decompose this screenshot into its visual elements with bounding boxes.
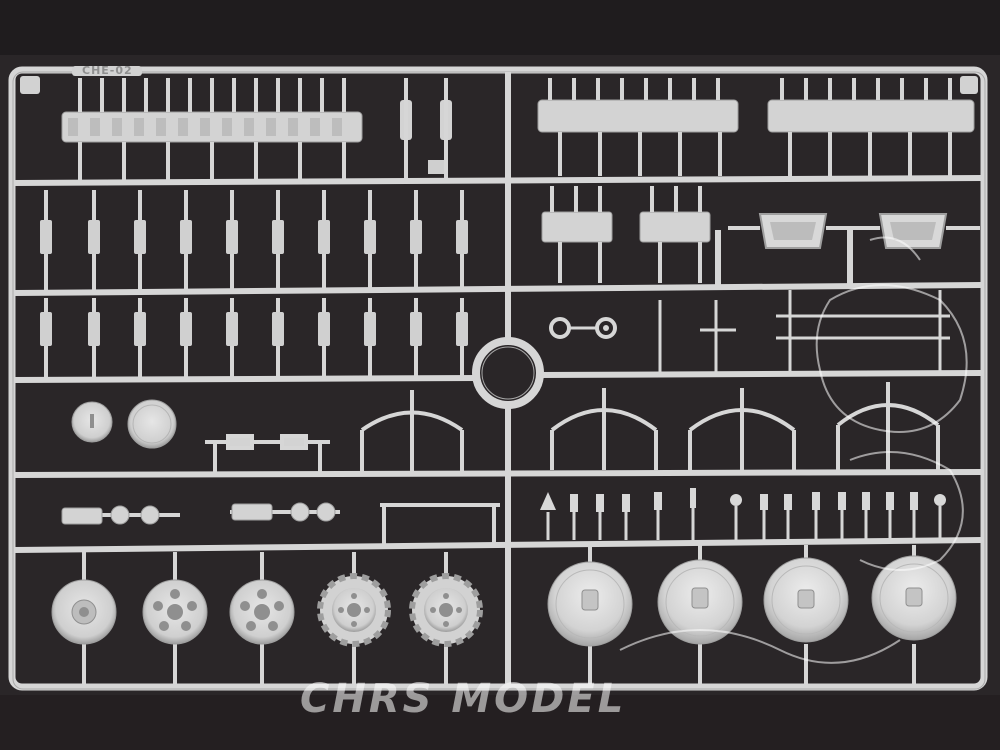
sprue-frame (8, 66, 988, 691)
road-wheels (547, 545, 957, 684)
track-links-top-left (61, 78, 452, 180)
small-parts-row3-right (549, 290, 950, 372)
track-links-mid-right (541, 186, 711, 283)
tool-boxes (728, 213, 980, 249)
small-wheels (51, 552, 483, 685)
small-parts-row5 (61, 488, 946, 546)
suspension-arms-left (205, 390, 464, 472)
horizontal-runners (14, 175, 983, 553)
watermark-text: CHRS MODEL (300, 676, 627, 722)
hatch-covers (71, 399, 177, 449)
track-links-top-right (537, 78, 975, 176)
sprue-code-label: CHE-02 (82, 64, 133, 77)
center-ring (472, 337, 544, 409)
pin-blocks (40, 220, 468, 346)
vertical-runners (505, 72, 853, 685)
frame-gates (20, 66, 978, 94)
watermark-mascot (619, 236, 968, 664)
